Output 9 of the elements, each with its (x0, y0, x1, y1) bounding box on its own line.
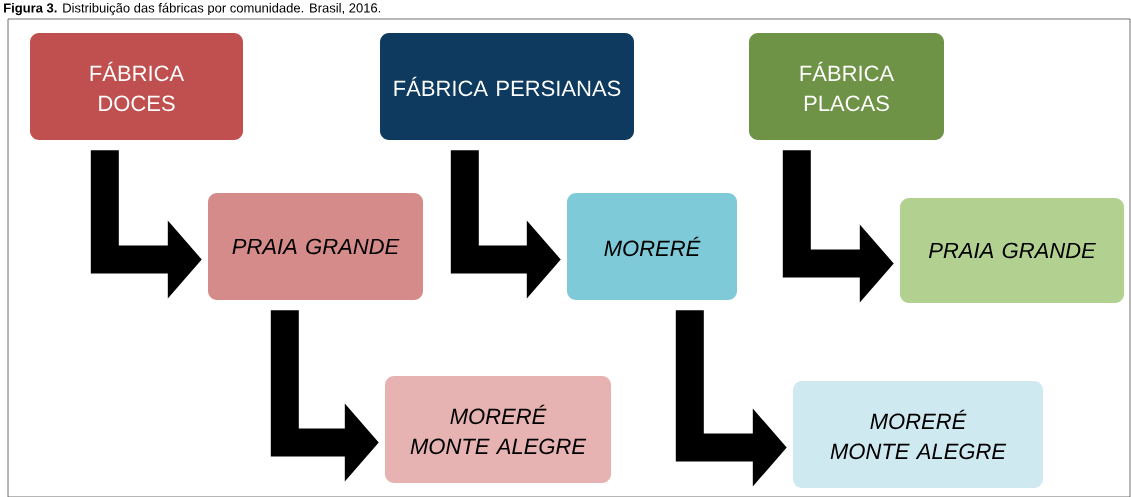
text-box: PRAIA GRANDE (208, 193, 423, 300)
text-box: PRAIA GRANDE (900, 198, 1124, 303)
text-box: MORERÉ MONTE ALEGRE (793, 381, 1043, 488)
text-box: MORERÉ (567, 193, 737, 300)
text-box: MORERÉ MONTE ALEGRE (385, 376, 611, 483)
text-box: FÁBRICA PLACAS (749, 33, 944, 140)
text-box: FÁBRICA PERSIANAS (380, 33, 634, 140)
text-box: FÁBRICA DOCES (30, 33, 243, 140)
figure-title: Figura 3. Distribuição das fábricas por comunidade. Brasil, 2016. (4, 2, 381, 16)
